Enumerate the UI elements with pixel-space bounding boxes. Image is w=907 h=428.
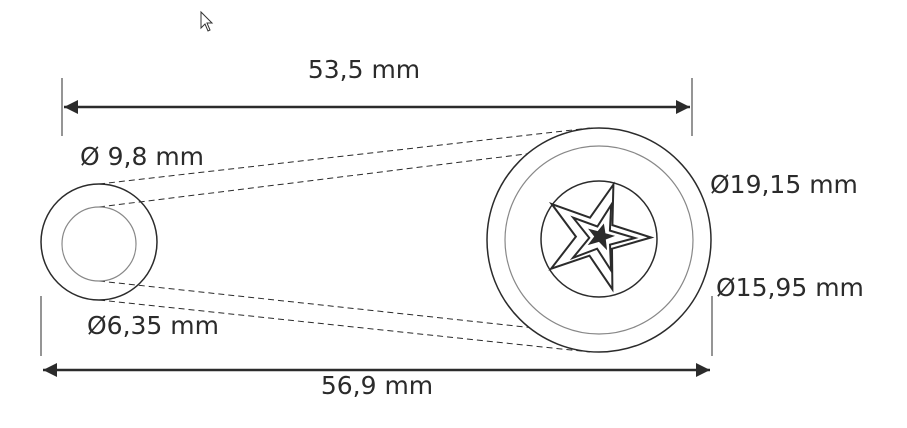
large-inner-diameter-label: Ø15,95 mm	[716, 273, 864, 302]
large-outer-diameter-label: Ø19,15 mm	[710, 170, 858, 199]
small-inner-diameter-label: Ø6,35 mm	[87, 311, 219, 340]
star-emblem-icon	[548, 181, 655, 293]
inner-bottom-dashed-line	[98, 280, 591, 335]
small-outer-circle	[40, 183, 158, 301]
outer-top-dashed-line	[98, 127, 591, 185]
cursor-icon	[200, 10, 214, 32]
top-length-label: 53,5 mm	[308, 55, 420, 84]
inner-top-dashed-line	[98, 145, 591, 208]
large-inner-circle	[504, 145, 694, 335]
small-inner-circle	[61, 206, 137, 282]
outer-bottom-dashed-line	[98, 299, 591, 353]
hub-circle	[540, 180, 658, 298]
small-outer-diameter-label: Ø 9,8 mm	[80, 142, 204, 171]
bottom-length-label: 56,9 mm	[321, 371, 433, 400]
